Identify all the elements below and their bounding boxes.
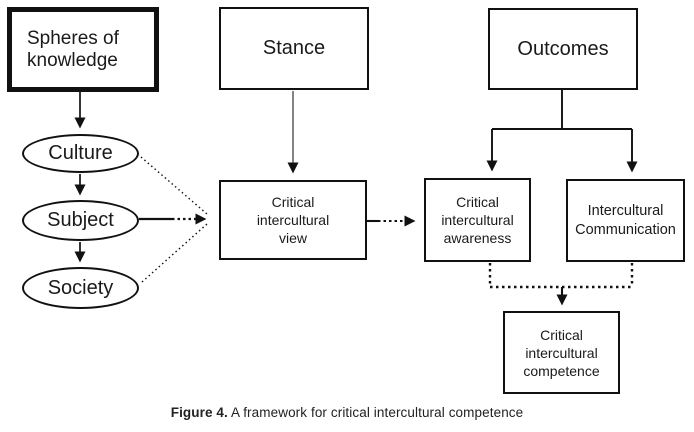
- dotted-line-culture-to-view: [140, 156, 208, 215]
- line-outcomes-stem: [492, 90, 632, 130]
- figure-caption-label: Figure 4.: [170, 405, 228, 420]
- node-subject: Subject: [22, 200, 139, 241]
- dotted-line-society-to-view: [141, 223, 208, 283]
- node-stance: Stance: [219, 7, 369, 90]
- node-culture: Culture: [22, 134, 139, 173]
- node-intercultural-communication: Intercultural Communication: [566, 179, 685, 262]
- figure-caption-text: A framework for critical intercultural c…: [231, 405, 524, 420]
- node-critical-intercultural-awareness: Critical intercultural awareness: [424, 178, 531, 262]
- node-outcomes: Outcomes: [488, 8, 638, 90]
- node-spheres-of-knowledge: Spheres of knowledge: [7, 7, 159, 92]
- figure-caption: Figure 4. A framework for critical inter…: [0, 405, 694, 420]
- node-society: Society: [22, 267, 139, 309]
- node-critical-intercultural-view: Critical intercultural view: [219, 180, 367, 260]
- node-critical-intercultural-competence: Critical intercultural competence: [503, 311, 620, 394]
